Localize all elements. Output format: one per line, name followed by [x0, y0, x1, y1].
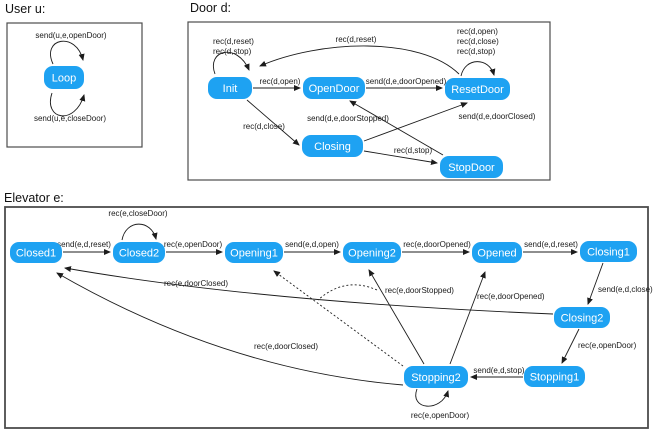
edge-label: rec(e,doorClosed): [254, 342, 318, 351]
state-node-OpenDoor: [303, 77, 365, 99]
edge-label: rec(d,close): [243, 122, 285, 131]
edge-Closing-StopDoor: [363, 150, 438, 165]
edge-label-leader: [317, 284, 378, 301]
edge-label: rec(d,open): [457, 27, 498, 36]
edge-Loop-Loop: [50, 92, 86, 117]
edge-ResetDoor-ResetDoor: [460, 61, 496, 77]
edge-label: rec(d,stop): [213, 47, 252, 56]
edge-Stopping2-Opening2: [368, 269, 425, 365]
state-label-Opening1: Opening1: [230, 247, 278, 259]
state-node-Init: [208, 77, 252, 99]
state-node-Opened: [472, 242, 522, 263]
edge-label: rec(e,closeDoor): [108, 209, 167, 218]
edge-Init-Closing: [246, 99, 300, 146]
edge-Stopping2-Stopping2: [415, 388, 450, 407]
edge-label: rec(e,openDoor): [164, 240, 223, 249]
state-node-ResetDoor: [445, 78, 510, 100]
edge-label: send(u,e,closeDoor): [34, 114, 106, 123]
state-label-ResetDoor: ResetDoor: [451, 84, 504, 96]
state-node-Loop: [44, 66, 84, 89]
state-label-Init: Init: [223, 83, 238, 95]
edge-label: rec(d,stop): [394, 146, 433, 155]
edge-Closing2-Stopping1: [561, 328, 580, 364]
state-label-Stopping1: Stopping1: [530, 371, 580, 383]
state-label-Closed2: Closed2: [119, 247, 159, 259]
state-label-Loop: Loop: [52, 72, 76, 84]
edge-Closed2-Closed2: [121, 223, 158, 241]
edge-label: rec(d,reset): [213, 37, 254, 46]
edge-label: rec(e,doorClosed): [164, 279, 228, 288]
state-label-OpenDoor: OpenDoor: [309, 83, 360, 95]
state-node-Stopping1: [524, 366, 585, 387]
state-label-Closing1: Closing1: [587, 246, 630, 258]
state-label-Closing2: Closing2: [561, 312, 604, 324]
edge-Stopping2-Closed1: [56, 272, 404, 386]
edge-Closing2-Closed1: [64, 266, 554, 315]
edge-label: send(d,e,doorStopped): [307, 114, 389, 123]
door-panel-border: [187, 21, 551, 181]
state-node-Closing: [302, 135, 363, 157]
edge-label: rec(e,openDoor): [578, 341, 637, 350]
state-label-Closing: Closing: [314, 141, 351, 153]
edge-label: send(u,e,openDoor): [35, 31, 106, 40]
edge-Closing1-Closing2: [587, 262, 604, 305]
state-label-Opening2: Opening2: [348, 247, 396, 259]
edge-Init-Init: [212, 51, 250, 75]
state-node-Closed2: [113, 242, 165, 263]
state-label-Stopping2: Stopping2: [411, 372, 461, 384]
edge-label: rec(e,doorStopped): [385, 286, 454, 295]
edge-label: rec(e,openDoor): [411, 411, 470, 420]
edge-label: rec(e,doorOpened): [477, 292, 545, 301]
edge-label: rec(d,close): [457, 37, 499, 46]
edge-Loop-Loop: [50, 40, 85, 65]
state-node-StopDoor: [440, 156, 503, 178]
edge-label: send(d,e,doorOpened): [366, 77, 447, 86]
edge-Closing-ResetDoor: [363, 102, 468, 142]
edge-label: rec(d,reset): [336, 35, 377, 44]
state-label-Opened: Opened: [477, 247, 516, 259]
edge-Stopping2-Opened: [449, 271, 486, 365]
edge-ResetDoor-Init: [259, 45, 460, 75]
state-node-Stopping2: [404, 366, 468, 388]
state-label-StopDoor: StopDoor: [448, 162, 495, 174]
edge-label: rec(e,doorOpened): [403, 240, 471, 249]
edge-label: send(d,e,doorClosed): [459, 112, 536, 121]
user-panel-title: User u:: [5, 2, 46, 16]
edge-label: send(e,d,close): [598, 285, 653, 294]
state-node-Opening2: [343, 242, 401, 263]
user-panel-border: [6, 22, 143, 148]
state-node-Closed1: [10, 242, 62, 263]
edge-label: rec(d,stop): [457, 47, 496, 56]
edge-label: send(e,d,reset): [57, 240, 111, 249]
elevator-panel-border: [4, 206, 649, 429]
state-node-Closing2: [554, 307, 610, 328]
edge-label: send(e,d,stop): [473, 366, 524, 375]
edge-label: send(e,d,open): [285, 240, 339, 249]
edge-Stopping2-Opening1: [273, 270, 404, 367]
state-node-Closing1: [580, 241, 637, 262]
edge-label: rec(d,open): [260, 77, 301, 86]
state-node-Opening1: [225, 242, 283, 263]
door-panel-title: Door d:: [190, 1, 231, 15]
edge-label: send(e,d,reset): [524, 240, 578, 249]
elevator-panel-title: Elevator e:: [4, 191, 64, 205]
edge-StopDoor-OpenDoor: [349, 100, 444, 156]
state-label-Closed1: Closed1: [16, 247, 56, 259]
